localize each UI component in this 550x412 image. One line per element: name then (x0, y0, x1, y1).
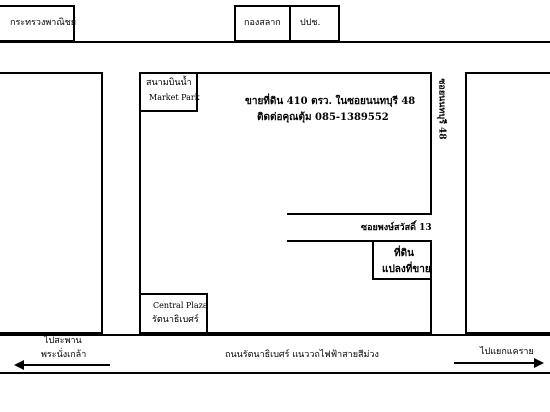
central-name-th: รัตนาธิเบศร์ (152, 315, 199, 325)
ministry-label: กระทรวงพาณิชย์ (10, 18, 77, 28)
road-line-top (0, 41, 550, 43)
right-direction-label: ไปแยกแคราย (480, 347, 534, 357)
utility-box: ปปช. (289, 5, 340, 42)
road-line-upper (0, 334, 550, 336)
lottery-label: กองสลาก (244, 18, 281, 28)
road-line-lower (0, 372, 550, 374)
left-direction-line-1: ไปสะพาน (44, 336, 82, 346)
plot-for-sale-box: ที่ดิน แปลงที่ขาย (372, 240, 432, 280)
right-block (465, 72, 550, 334)
central-plaza-box: Central Plaza รัตนาธิเบศร์ (139, 293, 208, 334)
land-right-lower-edge (430, 240, 432, 334)
soi-upper-line (287, 213, 432, 215)
left-arrow-icon (14, 360, 110, 370)
land-right-upper-edge (430, 72, 432, 215)
lottery-box: กองสลาก (234, 5, 291, 42)
land-left-edge (139, 72, 141, 334)
right-arrow-icon (454, 358, 544, 368)
left-direction-line-2: พระนั่งเกล้า (41, 350, 87, 360)
soi-lower-line (287, 240, 432, 242)
ministry-box: กระทรวงพาณิชย์ (0, 5, 77, 42)
sale-line-1: ขายที่ดิน 410 ตรว. ในซอยนนทบุรี 48 (245, 96, 416, 107)
main-road-label: ถนนรัตนาธิเบศร์ แนววถไฟฟ้าสายสีม่วง (225, 350, 379, 360)
sale-line-2: ติดต่อคุณตุ้ม 085-1389552 (257, 112, 389, 123)
utility-label: ปปช. (300, 18, 321, 28)
market-name-th: สนามบินน้ำ (146, 78, 192, 88)
land-top-edge (139, 72, 432, 74)
market-name-en: Market Park (149, 93, 200, 102)
central-name-en: Central Plaza (153, 301, 208, 310)
soi-phongsawat-label: ซอยพงษ์สวัสดิ์ 13 (361, 223, 432, 233)
soi-nonthaburi-label: ซอยนนทบุรี 48 (436, 78, 447, 140)
market-park-box: สนามบินน้ำ Market Park (139, 72, 200, 112)
land-bottom-edge (139, 332, 432, 334)
left-block (0, 72, 103, 334)
plot-line-1: ที่ดิน (394, 248, 414, 259)
plot-line-2: แปลงที่ขาย (382, 264, 431, 275)
